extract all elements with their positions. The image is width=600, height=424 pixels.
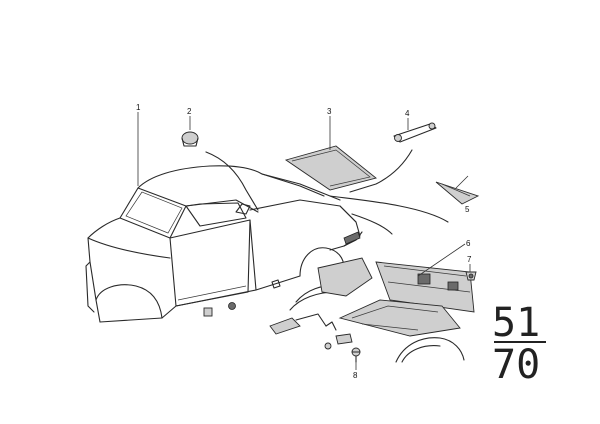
callout-2: 2 (187, 107, 192, 116)
small-fittings (203, 279, 281, 317)
part-3-panel (284, 145, 377, 191)
callout-3: 3 (327, 107, 332, 116)
part-6-rear-floor (269, 257, 475, 363)
callout-6: 6 (466, 239, 471, 248)
part-8-fastener (324, 321, 361, 363)
callout-4: 4 (405, 109, 410, 118)
callout-7: 7 (467, 255, 472, 264)
part-7-clip (465, 271, 477, 281)
trim-strips (205, 149, 449, 235)
part-5-gusset (435, 181, 480, 205)
callout-8: 8 (353, 371, 358, 380)
group-number-bottom: 70 (492, 342, 540, 388)
car-body-shell (85, 165, 363, 323)
group-number-top: 51 (492, 300, 540, 346)
callout-1: 1 (136, 103, 141, 112)
leader-lines (137, 112, 471, 370)
group-number-badge: 51 70 (492, 300, 546, 388)
part-4-bracket (393, 122, 437, 143)
callout-5: 5 (465, 205, 470, 214)
part-2-cap (181, 131, 199, 147)
